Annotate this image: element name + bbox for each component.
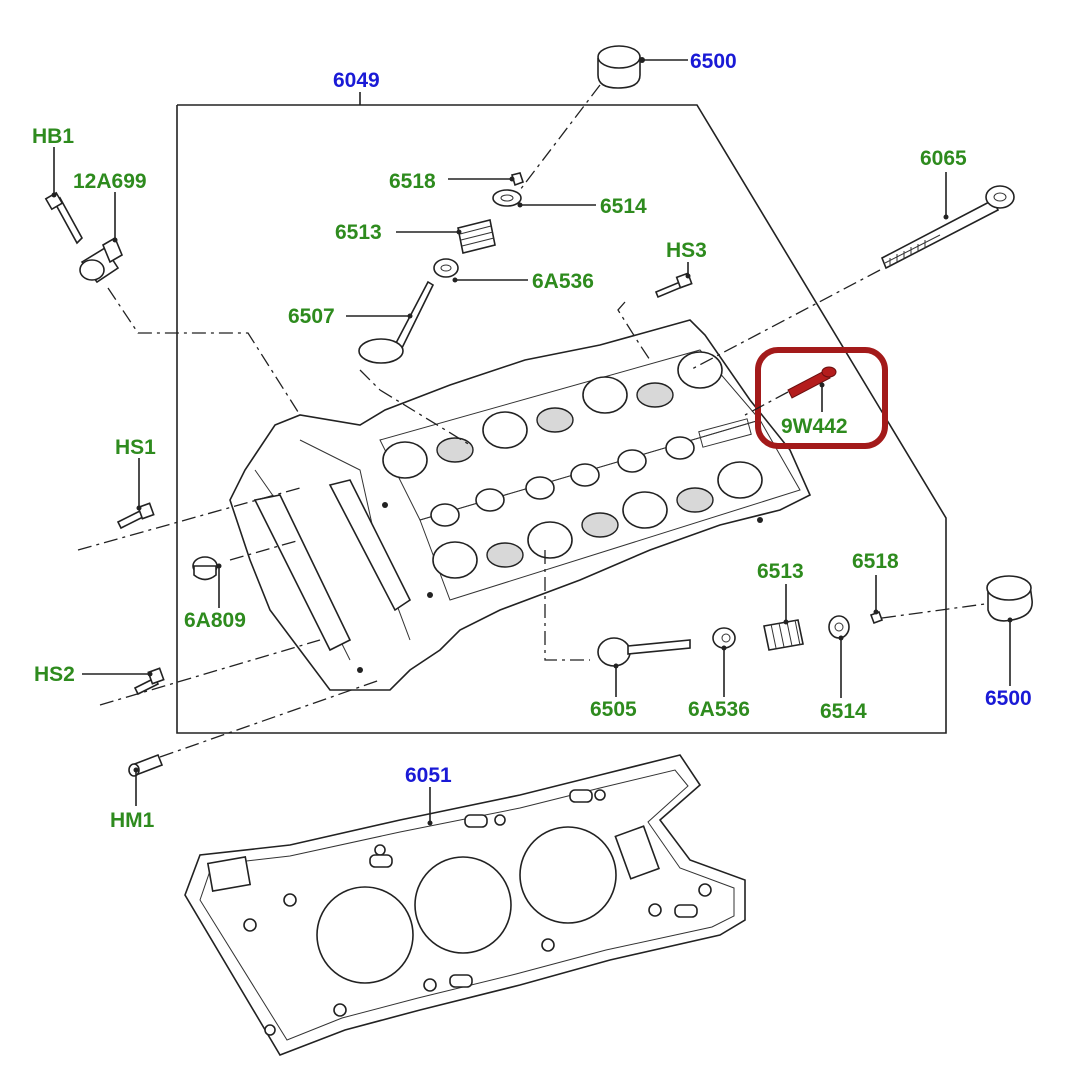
- label-hm1[interactable]: HM1: [110, 809, 155, 832]
- cylinder-head: [229, 319, 812, 691]
- label-6514-top[interactable]: 6514: [600, 195, 647, 218]
- label-6a809[interactable]: 6A809: [184, 609, 246, 632]
- label-12a699[interactable]: 12A699: [73, 170, 147, 193]
- head-gasket-6051: [184, 754, 746, 1056]
- valve-6505: [597, 637, 691, 667]
- label-6518-top[interactable]: 6518: [389, 170, 436, 193]
- dowel-6a809: [192, 556, 218, 581]
- label-6513-top[interactable]: 6513: [335, 221, 382, 244]
- label-hs2[interactable]: HS2: [34, 663, 75, 686]
- label-hb1[interactable]: HB1: [32, 125, 74, 148]
- spring-retainer-bottom: [828, 615, 850, 639]
- label-6a536-bottom[interactable]: 6A536: [688, 698, 750, 721]
- sensor-12a699: [79, 236, 124, 284]
- label-6513-bottom[interactable]: 6513: [757, 560, 804, 583]
- bolt-hs2: [133, 667, 165, 696]
- label-6514-bottom[interactable]: 6514: [820, 700, 867, 723]
- label-6065[interactable]: 6065: [920, 147, 967, 170]
- label-6500-bottom[interactable]: 6500: [985, 687, 1032, 710]
- highlight-frame: [755, 347, 888, 449]
- valve-spring-bottom: [763, 619, 804, 651]
- label-6500-top[interactable]: 6500: [690, 50, 737, 73]
- valve-keepers-top: [510, 172, 525, 187]
- bolt-hb1: [44, 191, 83, 245]
- label-hs1[interactable]: HS1: [115, 436, 156, 459]
- tappet-6500-top: [597, 45, 641, 89]
- assembly-outline: [176, 104, 947, 734]
- spring-retainer-top: [492, 189, 522, 207]
- valve-6507: [358, 280, 435, 364]
- tappet-6500-bottom: [986, 575, 1033, 622]
- label-6051[interactable]: 6051: [405, 764, 452, 787]
- valve-seal-top: [433, 258, 459, 278]
- stud-9w442: [787, 366, 837, 399]
- dowel-hm1: [128, 753, 164, 777]
- label-6049[interactable]: 6049: [333, 69, 380, 92]
- bolt-hs1: [116, 502, 155, 530]
- label-9w442[interactable]: 9W442: [781, 415, 848, 438]
- label-6a536-top[interactable]: 6A536: [532, 270, 594, 293]
- cam-caps-top: [382, 351, 723, 479]
- head-ports: [430, 418, 752, 527]
- valve-seal-bottom: [712, 627, 736, 649]
- label-6507[interactable]: 6507: [288, 305, 335, 328]
- highlight-box-9w442[interactable]: [755, 347, 888, 449]
- valve-spring-top: [457, 219, 496, 254]
- label-6505[interactable]: 6505: [590, 698, 637, 721]
- label-6518-bottom[interactable]: 6518: [852, 550, 899, 573]
- head-bolt-6065: [880, 185, 1015, 270]
- cam-caps-bottom: [432, 461, 763, 579]
- label-hs3[interactable]: HS3: [666, 239, 707, 262]
